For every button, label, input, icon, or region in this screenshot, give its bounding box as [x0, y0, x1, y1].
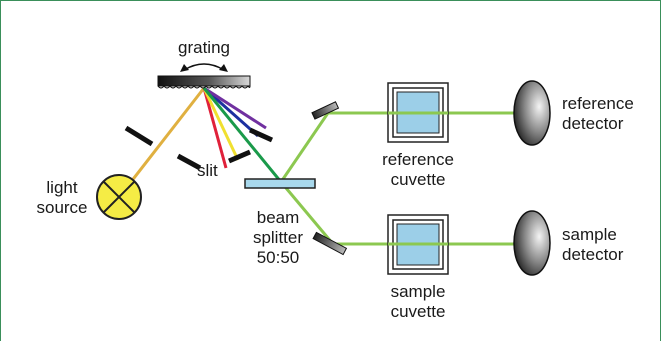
sample-beam-diagonal [279, 181, 335, 245]
slit-lower-blade-right [228, 149, 251, 164]
blue-ray [203, 86, 259, 138]
beam-splitter [244, 178, 316, 189]
source-beam [118, 87, 206, 197]
slit-label: slit [197, 161, 218, 180]
reference-detector-label: reference detector [562, 94, 634, 133]
rotation-arrow-icon [180, 63, 228, 72]
slit-upper-blade-right [248, 127, 274, 143]
grating-label: grating [178, 38, 230, 57]
violet-ray [203, 86, 267, 130]
reference-beam-diagonal [279, 112, 330, 183]
reference-cuvette-label: reference cuvette [382, 150, 454, 189]
sample-mirror [312, 231, 348, 256]
reference-detector-icon [513, 80, 551, 146]
dispersed-spectrum [202, 86, 283, 183]
slit-upper-blade [124, 125, 154, 147]
green-ray [202, 87, 283, 183]
beam-splitter-label: beam splitter 50:50 [252, 208, 304, 267]
red-ray [202, 87, 228, 169]
light-source-lamp-icon [96, 174, 142, 220]
yellow-ray [202, 87, 240, 161]
sample-detector-icon [513, 210, 551, 276]
grating [157, 75, 251, 89]
sample-detector-label: sample detector [562, 225, 624, 264]
sample-cuvette-label: sample cuvette [390, 282, 446, 321]
slit-lower-blade [176, 153, 202, 171]
reference-mirror [311, 101, 340, 120]
slit [124, 125, 274, 171]
light-source-label: light source [36, 178, 88, 217]
